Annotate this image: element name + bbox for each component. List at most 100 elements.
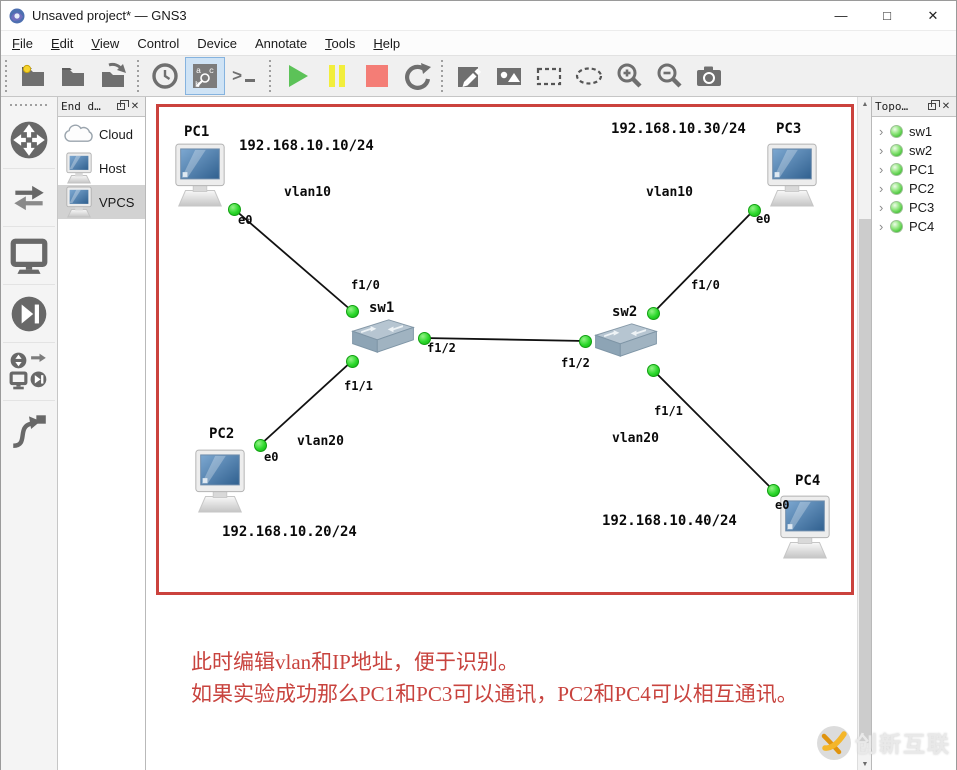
browse-mode-button[interactable]: acb <box>185 57 225 95</box>
port-dot-pc4-e0[interactable] <box>766 483 780 497</box>
note-annotation-2[interactable]: 如果实验成功那么PC1和PC3可以通讯，PC2和PC4可以相互通讯。 <box>191 682 798 706</box>
maximize-button[interactable]: □ <box>864 1 910 30</box>
drawn-rectangle-annotation[interactable] <box>156 104 854 595</box>
routers-button[interactable] <box>3 111 55 169</box>
node-pc4[interactable] <box>776 495 834 566</box>
port-dot-pc2-e0[interactable] <box>253 438 267 452</box>
port-label[interactable]: e0 <box>238 213 253 227</box>
port-label[interactable]: f1/2 <box>561 356 590 370</box>
device-item-cloud[interactable]: Cloud <box>58 117 145 151</box>
topology-item-pc3[interactable]: ›PC3 <box>872 198 956 217</box>
security-devices-button[interactable] <box>3 285 55 343</box>
port-dot-sw2-f10[interactable] <box>646 306 660 320</box>
node-label[interactable]: sw2 <box>612 304 638 320</box>
draw-ellipse-button[interactable] <box>570 58 608 94</box>
node-sw2[interactable] <box>592 321 660 364</box>
minimize-button[interactable]: — <box>818 1 864 30</box>
canvas-vertical-scrollbar[interactable]: ▲ ▼ <box>857 97 871 770</box>
save-project-as-button[interactable] <box>94 58 132 94</box>
console-connect-button[interactable]: > <box>226 58 264 94</box>
chevron-right-icon[interactable]: › <box>879 143 884 158</box>
link-sw1-sw2[interactable] <box>423 337 586 342</box>
add-note-button[interactable] <box>450 58 488 94</box>
end-devices-button[interactable] <box>3 227 55 285</box>
vlan-label[interactable]: vlan10 <box>284 185 331 200</box>
menu-item-device[interactable]: Device <box>197 35 237 51</box>
node-pc2[interactable] <box>191 449 249 520</box>
ip-label[interactable]: 192.168.10.10/24 <box>239 138 374 154</box>
float-panel-button[interactable] <box>114 100 129 114</box>
vlan-label[interactable]: vlan10 <box>646 185 693 200</box>
port-dot-sw1-f12[interactable] <box>417 331 431 345</box>
port-dot-sw1-f11[interactable] <box>345 354 359 368</box>
port-dot-pc1-e0[interactable] <box>227 202 241 216</box>
link-sw2-pc3[interactable] <box>652 209 755 314</box>
draw-rectangle-button[interactable] <box>530 58 568 94</box>
chevron-right-icon[interactable]: › <box>879 181 884 196</box>
snapshot-button[interactable] <box>146 58 184 94</box>
port-label[interactable]: f1/0 <box>351 278 380 292</box>
scroll-down-button[interactable]: ▼ <box>858 757 871 770</box>
node-pc3[interactable] <box>763 143 821 214</box>
all-devices-button[interactable] <box>3 343 55 401</box>
port-dot-pc3-e0[interactable] <box>747 203 761 217</box>
topology-item-pc4[interactable]: ›PC4 <box>872 217 956 236</box>
open-project-button[interactable] <box>54 58 92 94</box>
menu-item-file[interactable]: File <box>12 35 33 51</box>
node-sw1[interactable] <box>349 317 417 360</box>
vlan-label[interactable]: vlan20 <box>297 434 344 449</box>
menu-item-help[interactable]: Help <box>373 35 401 51</box>
node-label[interactable]: PC4 <box>795 473 821 489</box>
port-label[interactable]: e0 <box>264 450 279 464</box>
link-pc2-sw1[interactable] <box>259 360 353 446</box>
chevron-right-icon[interactable]: › <box>879 124 884 139</box>
link-sw2-pc4[interactable] <box>652 369 774 491</box>
topology-item-pc2[interactable]: ›PC2 <box>872 179 956 198</box>
menu-item-tools[interactable]: Tools <box>325 35 356 51</box>
port-label[interactable]: f1/1 <box>344 379 373 393</box>
device-item-vpcs[interactable]: VPCS <box>58 185 145 219</box>
zoom-in-button[interactable] <box>610 58 648 94</box>
new-blank-project-button[interactable] <box>14 58 52 94</box>
suspend-all-button[interactable] <box>318 58 356 94</box>
menu-item-edit[interactable]: Edit <box>50 35 74 51</box>
port-dot-sw2-f11[interactable] <box>646 363 660 377</box>
node-label[interactable]: PC2 <box>209 426 235 442</box>
scrollbar-thumb[interactable] <box>859 219 871 743</box>
insert-picture-button[interactable] <box>490 58 528 94</box>
port-label[interactable]: f1/1 <box>654 404 683 418</box>
port-label[interactable]: f1/2 <box>427 341 456 355</box>
device-item-host[interactable]: Host <box>58 151 145 185</box>
screenshot-button[interactable] <box>690 58 728 94</box>
node-label[interactable]: PC1 <box>184 124 210 140</box>
topology-item-pc1[interactable]: ›PC1 <box>872 160 956 179</box>
port-label[interactable]: e0 <box>775 498 790 512</box>
note-annotation-1[interactable]: 此时编辑vlan和IP地址，便于识别。 <box>191 650 519 674</box>
port-dot-sw1-f10[interactable] <box>345 304 359 318</box>
port-label[interactable]: e0 <box>756 212 771 226</box>
port-label[interactable]: f1/0 <box>691 278 720 292</box>
reload-all-button[interactable] <box>398 58 436 94</box>
start-all-button[interactable] <box>278 58 316 94</box>
node-label[interactable]: sw1 <box>369 300 395 316</box>
close-panel-button[interactable]: ✕ <box>128 100 142 114</box>
zoom-out-button[interactable] <box>650 58 688 94</box>
topology-item-sw2[interactable]: ›sw2 <box>872 141 956 160</box>
add-link-button[interactable] <box>3 401 55 459</box>
vlan-label[interactable]: vlan20 <box>612 431 659 446</box>
menu-item-control[interactable]: Control <box>137 35 180 51</box>
ip-label[interactable]: 192.168.10.30/24 <box>611 121 746 137</box>
node-pc1[interactable] <box>171 143 229 214</box>
port-dot-sw2-f12[interactable] <box>578 334 592 348</box>
node-label[interactable]: PC3 <box>776 121 802 137</box>
chevron-right-icon[interactable]: › <box>879 219 884 234</box>
float-panel-button[interactable] <box>925 100 940 114</box>
close-panel-button[interactable]: ✕ <box>939 100 953 114</box>
menu-item-annotate[interactable]: Annotate <box>255 35 308 51</box>
topology-canvas[interactable]: PC1 192.168.10.10/24 vlan10 e0 PC3 192.168.10… <box>146 97 857 770</box>
ip-label[interactable]: 192.168.10.40/24 <box>602 513 737 529</box>
ip-label[interactable]: 192.168.10.20/24 <box>222 524 357 540</box>
switches-button[interactable] <box>3 169 55 227</box>
scroll-up-button[interactable]: ▲ <box>858 97 871 111</box>
chevron-right-icon[interactable]: › <box>879 162 884 177</box>
